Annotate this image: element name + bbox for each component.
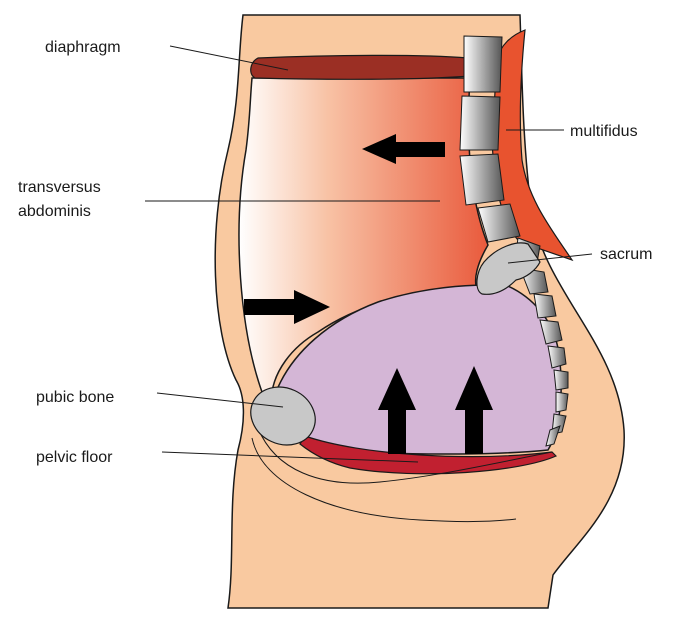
vertebra <box>460 96 500 150</box>
pelvic-floor-label: pelvic floor <box>36 449 113 466</box>
vertebra <box>460 154 504 205</box>
vertebra <box>554 370 568 390</box>
vertebra <box>534 294 556 318</box>
diaphragm-label: diaphragm <box>45 39 121 56</box>
vertebra <box>464 36 502 92</box>
transversus-label-line1: transversus <box>18 179 101 196</box>
pubic-bone-label: pubic bone <box>36 389 114 406</box>
diaphragm-muscle <box>251 55 470 79</box>
sacrum-label: sacrum <box>600 246 652 263</box>
transversus-label-line2: abdominis <box>18 203 91 220</box>
multifidus-label: multifidus <box>570 123 638 140</box>
vertebra <box>556 392 568 412</box>
